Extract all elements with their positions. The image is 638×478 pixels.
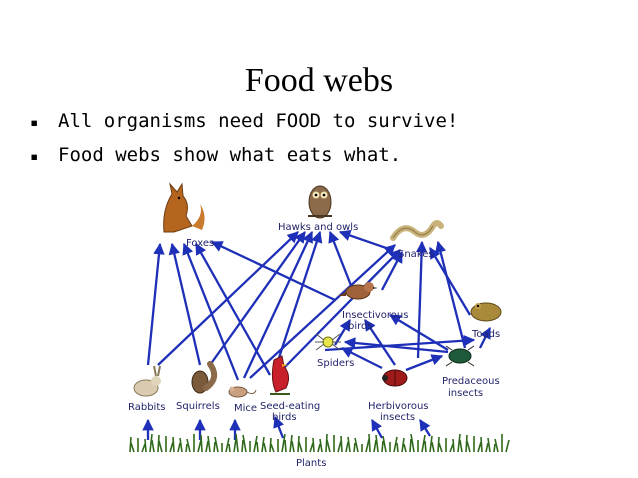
- food-web-diagram: Foxes Hawks and owls Snakes Insectivorou…: [128, 182, 510, 469]
- squirrels-label: Squirrels: [176, 401, 220, 412]
- arrow: [249, 244, 396, 379]
- fox-icon: [163, 182, 205, 233]
- arrow: [209, 231, 306, 366]
- arrow: [434, 240, 467, 349]
- arrow: [146, 242, 165, 366]
- arrow: [242, 230, 314, 379]
- insectivorous-birds-label-2: birds: [348, 321, 373, 332]
- bullet-item: ▪ All organisms need FOOD to survive!: [30, 104, 620, 138]
- arrow: [168, 242, 202, 366]
- snakes-label: Snakes: [398, 249, 434, 260]
- toad-icon: [470, 302, 502, 322]
- arrow: [478, 326, 492, 349]
- rabbits-label: Rabbits: [128, 402, 165, 413]
- ladybug-icon: [382, 369, 408, 387]
- beetle-icon: [445, 345, 475, 367]
- arrow: [370, 418, 384, 439]
- spiders-label: Spiders: [317, 358, 354, 369]
- plants-label: Plants: [296, 458, 326, 469]
- owl-icon: [308, 185, 332, 219]
- insectivorous-bird-icon: [338, 282, 378, 300]
- arrow: [389, 314, 449, 351]
- toads-label: Toads: [471, 329, 500, 340]
- arrow: [338, 229, 393, 252]
- arrow: [419, 419, 431, 437]
- arrow: [340, 346, 383, 370]
- cardinal-icon: [270, 355, 290, 395]
- predaceous-insects-label-2: insects: [448, 388, 483, 399]
- slide-title: Food webs: [244, 62, 394, 99]
- insectivorous-birds-label-1: Insectivorous: [342, 310, 408, 321]
- arrow: [210, 240, 336, 302]
- snake-icon: [390, 220, 444, 241]
- bullet-item: ▪ Food webs show what eats what.: [30, 138, 620, 172]
- mouse-icon: [228, 386, 257, 398]
- foxes-label: Foxes: [186, 238, 214, 249]
- seed-eating-birds-label-2: birds: [272, 412, 297, 423]
- predaceous-insects-label-1: Predaceous: [442, 376, 500, 387]
- grass-blades: [129, 433, 510, 453]
- arrow: [157, 231, 299, 366]
- arrow: [328, 230, 354, 289]
- arrow: [343, 337, 449, 354]
- arrow: [380, 250, 404, 291]
- bullet-marker-icon: ▪: [30, 149, 39, 165]
- arrow: [334, 319, 351, 346]
- bullet-marker-icon: ▪: [30, 115, 39, 131]
- arrow: [415, 240, 428, 359]
- arrow: [429, 247, 471, 316]
- arrow: [194, 242, 272, 376]
- arrow-group: [142, 229, 492, 440]
- squirrel-icon: [191, 361, 218, 394]
- arrow: [364, 319, 396, 366]
- mice-label: Mice: [234, 403, 257, 414]
- grass-icon: [129, 433, 510, 453]
- arrow: [182, 242, 240, 381]
- arrow: [273, 415, 285, 439]
- hawks-label: Hawks and owls: [278, 222, 358, 233]
- arrow: [281, 249, 401, 371]
- herbivorous-insects-label-1: Herbivorous: [368, 401, 429, 412]
- rabbit-icon: [133, 365, 161, 397]
- bullet-text: Food webs show what eats what.: [58, 144, 402, 166]
- seed-eating-birds-label-1: Seed-eating: [260, 401, 320, 412]
- bullet-list: ▪ All organisms need FOOD to survive! ▪ Fo…: [30, 104, 620, 172]
- bullet-text: All organisms need FOOD to survive!: [58, 110, 459, 132]
- herbivorous-insects-label-2: insects: [380, 412, 415, 423]
- arrow: [405, 354, 444, 372]
- spider-icon: [315, 333, 341, 351]
